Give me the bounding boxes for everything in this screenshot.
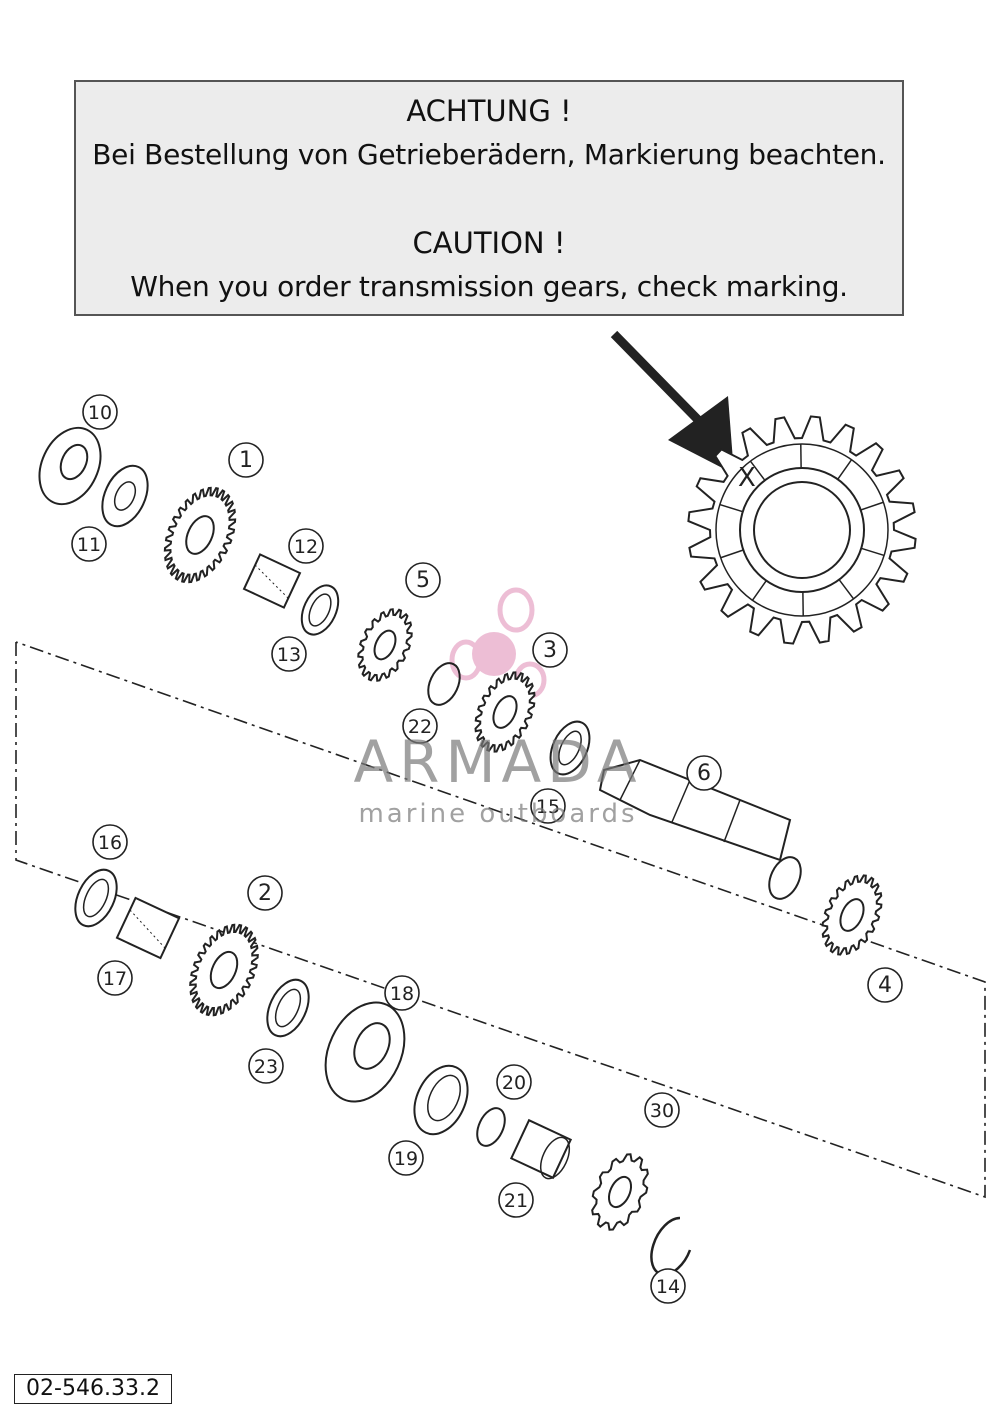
part-4-gear bbox=[811, 866, 894, 964]
part-5-gear bbox=[348, 601, 423, 690]
part-label-5: 5 bbox=[406, 563, 440, 597]
watermark-brand: ARMADA bbox=[353, 728, 642, 796]
part-label-text: 20 bbox=[502, 1072, 526, 1094]
marking-arrow bbox=[614, 334, 734, 474]
part-label-21: 21 bbox=[499, 1183, 533, 1217]
part-label-20: 20 bbox=[497, 1065, 531, 1099]
part-label-text: 30 bbox=[650, 1100, 674, 1122]
gear-marking-x: X bbox=[738, 463, 756, 493]
part-label-text: 10 bbox=[88, 402, 112, 424]
part-label-2: 2 bbox=[248, 876, 282, 910]
part-label-4: 4 bbox=[868, 968, 902, 1002]
part-16-washer bbox=[67, 863, 125, 933]
part-label-3: 3 bbox=[533, 633, 567, 667]
drawing-code: 02-546.33.2 bbox=[14, 1374, 172, 1404]
part-label-6: 6 bbox=[687, 756, 721, 790]
part-label-text: 3 bbox=[543, 638, 557, 663]
part-label-11: 11 bbox=[72, 527, 106, 561]
part-12-needle-bearing bbox=[244, 554, 300, 607]
part-label-text: 6 bbox=[697, 761, 711, 786]
part-label-19: 19 bbox=[389, 1141, 423, 1175]
part-10-bearing bbox=[28, 418, 113, 514]
part-14-circlip bbox=[651, 1218, 690, 1274]
part-17-needle-bearing bbox=[117, 898, 179, 958]
part-20-o-ring bbox=[472, 1104, 511, 1150]
part-label-text: 13 bbox=[277, 644, 301, 666]
notice-text-de: Bei Bestellung von Getrieberädern, Marki… bbox=[76, 138, 902, 171]
part-11-washer bbox=[93, 459, 156, 534]
part-label-text: 4 bbox=[878, 973, 892, 998]
notice-title-en: CAUTION ! bbox=[76, 226, 902, 260]
part-label-text: 21 bbox=[504, 1190, 528, 1212]
part-22-ring bbox=[422, 658, 466, 710]
part-label-text: 11 bbox=[77, 534, 101, 556]
notice-text-en: When you order transmission gears, check… bbox=[76, 270, 902, 303]
part-label-text: 19 bbox=[394, 1148, 418, 1170]
part-label-text: 18 bbox=[390, 983, 414, 1005]
part-2-gear bbox=[177, 914, 271, 1026]
part-19-ring bbox=[404, 1057, 478, 1143]
part-label-text: 14 bbox=[656, 1276, 680, 1298]
part-label-13: 13 bbox=[272, 637, 306, 671]
part-label-text: 12 bbox=[294, 536, 318, 558]
part-30-sprocket bbox=[581, 1146, 659, 1239]
part-label-23: 23 bbox=[249, 1049, 283, 1083]
part-label-18: 18 bbox=[385, 976, 419, 1010]
part-23-washer bbox=[259, 973, 317, 1043]
part-label-text: 16 bbox=[98, 832, 122, 854]
part-21-bushing bbox=[511, 1120, 575, 1183]
part-label-10: 10 bbox=[83, 395, 117, 429]
part-13-washer bbox=[295, 580, 346, 641]
part-label-text: 2 bbox=[258, 881, 272, 906]
part-1-gear bbox=[151, 477, 249, 594]
notice-title-de: ACHTUNG ! bbox=[76, 94, 902, 128]
part-label-30: 30 bbox=[645, 1093, 679, 1127]
part-label-text: 23 bbox=[254, 1056, 278, 1078]
part-label-text: 1 bbox=[239, 448, 253, 473]
part-label-14: 14 bbox=[651, 1269, 685, 1303]
caution-notice-box: ACHTUNG ! Bei Bestellung von Getrieberäd… bbox=[74, 80, 904, 316]
part-label-17: 17 bbox=[98, 961, 132, 995]
reference-gear-marked bbox=[688, 416, 915, 643]
watermark-tagline: marine outboards bbox=[358, 799, 637, 829]
part-label-text: 17 bbox=[103, 968, 127, 990]
part-label-1: 1 bbox=[229, 443, 263, 477]
part-label-12: 12 bbox=[289, 529, 323, 563]
part-label-16: 16 bbox=[93, 825, 127, 859]
part-label-text: 5 bbox=[416, 568, 430, 593]
